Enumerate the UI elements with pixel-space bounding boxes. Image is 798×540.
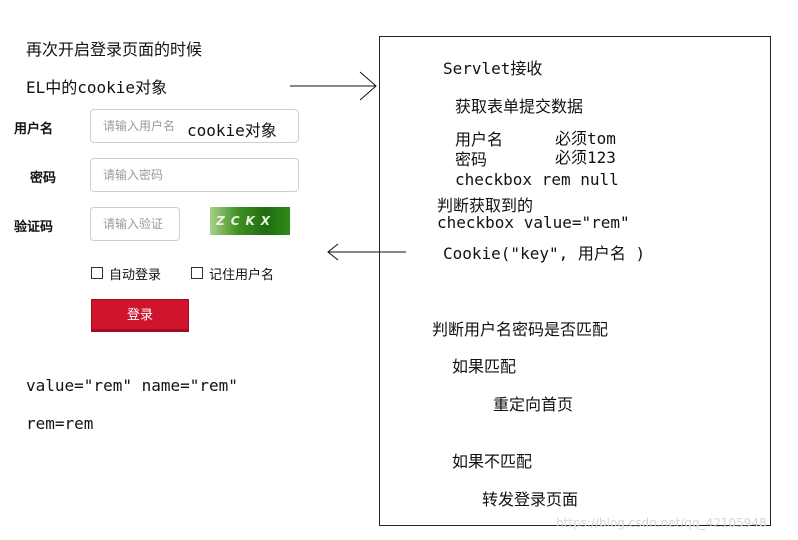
remember-username-checkbox[interactable] [191, 267, 203, 279]
captcha-image[interactable]: ZCKX [210, 207, 290, 235]
captcha-placeholder: 请输入验证 [103, 217, 164, 231]
servlet-checkbox-line: checkbox rem null [455, 170, 619, 189]
remember-username-label: 记住用户名 [209, 268, 275, 283]
arrow-to-login-icon [327, 243, 406, 261]
servlet-username: 用户名 [455, 130, 504, 149]
servlet-cookie-line: Cookie("key", 用户名 ) [443, 244, 646, 263]
password-field[interactable]: 请输入密码 [90, 158, 299, 192]
username-field[interactable]: 请输入用户名 [90, 109, 299, 143]
auto-login-checkbox[interactable] [91, 267, 103, 279]
username-label: 用户名 [14, 122, 54, 137]
servlet-title: Servlet接收 [443, 59, 543, 78]
servlet-username-required: 必须tom [555, 129, 616, 148]
username-cookie-note: cookie对象 [187, 121, 277, 140]
servlet-box [379, 36, 771, 526]
servlet-forward: 转发登录页面 [482, 490, 579, 509]
servlet-judge-checkbox: 判断获取到的 [437, 196, 534, 215]
username-placeholder: 请输入用户名 [103, 119, 176, 133]
login-button[interactable]: 登录 [91, 299, 189, 332]
watermark: https://blog.csdn.net/qq_42105948 [556, 516, 767, 530]
arrow-to-servlet-icon [290, 71, 377, 101]
note-rem-eq: rem=rem [26, 414, 94, 433]
servlet-redirect: 重定向首页 [493, 395, 574, 414]
servlet-get-form: 获取表单提交数据 [455, 97, 584, 116]
captcha-label: 验证码 [14, 220, 54, 235]
password-placeholder: 请输入密码 [103, 168, 164, 182]
servlet-checkbox-value: checkbox value="rem" [437, 213, 630, 232]
password-label: 密码 [30, 171, 57, 186]
note-value-name: value="rem" name="rem" [26, 376, 238, 395]
captcha-field[interactable]: 请输入验证 [90, 207, 180, 241]
servlet-password: 密码 [455, 150, 488, 169]
servlet-judge-match: 判断用户名密码是否匹配 [432, 320, 609, 339]
note-el-cookie: EL中的cookie对象 [26, 78, 168, 97]
servlet-if-not-match: 如果不匹配 [452, 452, 533, 471]
servlet-password-required: 必须123 [555, 148, 616, 167]
note-reopen-login: 再次开启登录页面的时候 [26, 40, 203, 59]
servlet-if-match: 如果匹配 [452, 357, 517, 376]
auto-login-label: 自动登录 [109, 268, 162, 283]
